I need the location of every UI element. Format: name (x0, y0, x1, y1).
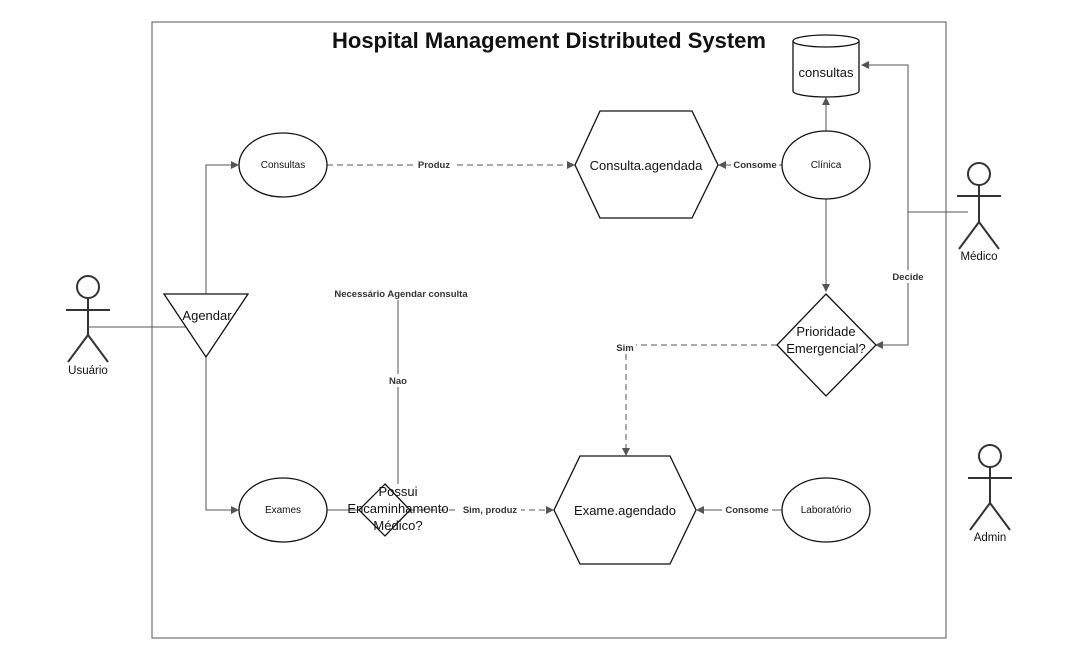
exame-agendado-node[interactable] (553, 455, 697, 565)
admin-actor[interactable] (968, 444, 1012, 531)
system-boundary (151, 21, 947, 639)
label-bg-consome-lab (722, 503, 772, 516)
possui-encaminhamento-decision[interactable] (358, 483, 411, 537)
label-bg-decide (890, 270, 926, 283)
agendar-label: Agendar (182, 308, 232, 323)
admin-label: Admin (974, 532, 1007, 544)
clinica-node[interactable] (781, 130, 871, 200)
medico-actor[interactable] (957, 162, 1001, 250)
edge-agendar-consultas (205, 161, 239, 294)
usuario-actor[interactable] (66, 275, 110, 363)
exames-node[interactable] (238, 477, 328, 543)
database-body (792, 41, 860, 98)
prioridade-label-line2: Emergencial? (786, 341, 866, 356)
consulta-agendada-label: Consulta.agendada (590, 158, 704, 173)
medico-leg-right (978, 221, 1000, 250)
medico-head-icon (967, 162, 991, 186)
edge-medico-db (861, 61, 968, 213)
consultas-node[interactable] (238, 132, 328, 198)
laboratorio-node[interactable] (781, 477, 871, 543)
label-bg-consome-clinica (731, 158, 779, 171)
usuario-leg-right (87, 334, 109, 363)
edge-label-sim-produz: Sim, produz (463, 505, 518, 516)
edge-agendar-exames (205, 357, 239, 514)
agendar-node[interactable] (162, 293, 250, 359)
consultas-database[interactable] (792, 34, 860, 98)
possui-label-line3: Médico? (373, 518, 422, 533)
label-bg-nao (384, 374, 412, 387)
edge-label-consome-lab: Consome (725, 505, 768, 516)
prioridade-emergencial-decision[interactable] (776, 293, 877, 397)
edge-label-consome-clinica: Consome (733, 160, 776, 171)
diagram-title: Hospital Management Distributed System (332, 28, 766, 53)
edge-label-produz: Produz (418, 160, 450, 171)
exames-label: Exames (265, 505, 301, 516)
admin-leg-right (989, 502, 1011, 531)
medico-label: Médico (960, 251, 997, 263)
usuario-label: Usuário (68, 365, 108, 377)
admin-head-icon (978, 444, 1002, 468)
edge-label-nao: Nao (389, 376, 407, 387)
label-bg-sim (612, 341, 636, 354)
database-label: consultas (799, 65, 854, 80)
laboratorio-label: Laboratório (801, 505, 852, 516)
medico-leg-left (958, 221, 980, 250)
admin-leg-left (969, 502, 991, 531)
prioridade-label-line1: Prioridade (796, 324, 855, 339)
label-bg-sim-produz (459, 503, 521, 516)
label-bg-produz (414, 158, 454, 171)
edge-prioridade-sim (622, 344, 777, 456)
edge-label-decide: Decide (892, 272, 923, 283)
usuario-head-icon (76, 275, 100, 299)
consultas-label: Consultas (261, 160, 305, 171)
edge-label-necessario: Necessário Agendar consulta (334, 289, 468, 300)
edge-medico-decide (875, 212, 909, 349)
consulta-agendada-node[interactable] (574, 110, 719, 219)
exame-agendado-label: Exame.agendado (574, 503, 676, 518)
edge-label-sim: Sim (616, 343, 633, 354)
database-top (792, 34, 860, 48)
usuario-leg-left (67, 334, 89, 363)
possui-label-line1: Possui (378, 484, 417, 499)
clinica-label: Clínica (811, 160, 842, 171)
possui-label-line2: Encaminhamento (347, 501, 448, 516)
